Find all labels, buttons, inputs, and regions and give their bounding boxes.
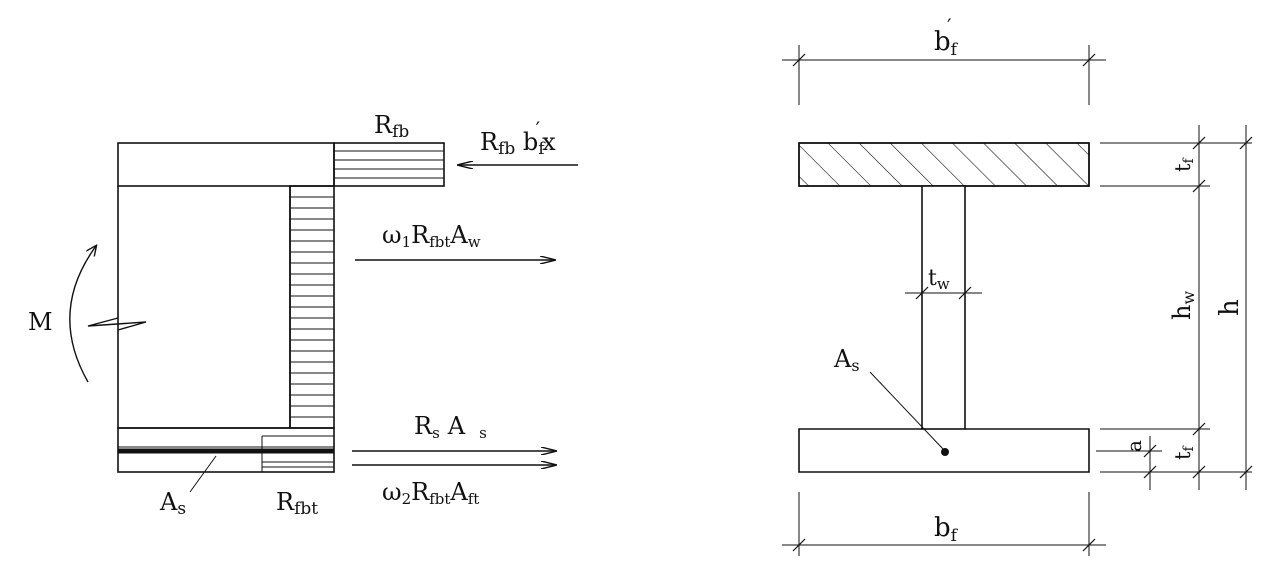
section-bottom-flange <box>798 428 1090 473</box>
label-tf-top: tf <box>1171 157 1197 172</box>
moment-arc <box>69 246 96 383</box>
label-h: h <box>1215 299 1245 316</box>
section-web <box>921 185 966 430</box>
leader-as-right <box>869 371 944 450</box>
dim-vertical-lines <box>1096 125 1253 490</box>
steel-dot <box>941 448 949 456</box>
label-tw: tw <box>928 266 950 293</box>
label-force-web: ω1RfbtAw <box>382 221 481 251</box>
label-tf-bottom: tf <box>1171 445 1197 460</box>
label-force-bottom: ω2RfbtAft <box>382 478 479 508</box>
dim-tw <box>905 286 982 300</box>
label-r-fb: Rfb <box>374 111 409 142</box>
compression-stress-block <box>333 142 445 187</box>
label-as-right: As <box>833 345 860 375</box>
dim-bf-prime <box>782 45 1106 105</box>
label-bf: bf <box>934 513 959 546</box>
web-section <box>117 186 291 429</box>
web-tension-stress-block <box>289 185 335 429</box>
break-line <box>87 317 147 331</box>
compression-flange <box>117 142 335 187</box>
leader-as-left <box>189 455 217 493</box>
label-as-left: As <box>159 488 186 519</box>
label-bf-prime: bf′ <box>934 14 959 60</box>
label-hw: hw <box>1168 291 1198 320</box>
label-a: a <box>1122 440 1146 452</box>
flange-tension-stress-block <box>261 435 334 472</box>
section-top-flange <box>798 142 1090 187</box>
label-moment: M <box>28 308 53 336</box>
label-force-top: Rfb bf′x <box>480 117 556 159</box>
dim-bf <box>782 492 1106 556</box>
t-section: bf′ bf tw As <box>782 14 1253 556</box>
label-r-fbt: Rfbt <box>276 488 318 519</box>
